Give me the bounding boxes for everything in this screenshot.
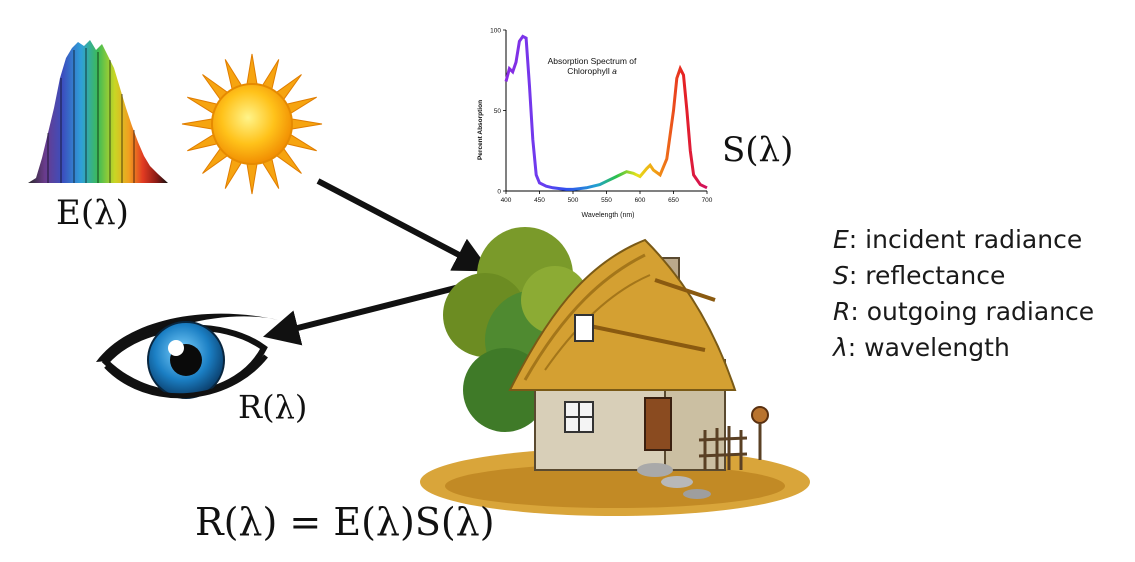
absorption-chart: 400 450 500 550 600 650 700 0 50 100 Absorption S…: [477, 28, 713, 220]
reflection-equation: R(λ) = E(λ)S(λ): [195, 500, 495, 544]
chart-x-tick-label: 500: [568, 197, 579, 204]
chart-x-tick-label: 650: [668, 197, 679, 204]
eye-icon: [96, 313, 278, 399]
cottage-illustration: [420, 227, 810, 516]
e-lambda-label: E(λ): [56, 193, 129, 233]
chart-y-tick-label: 100: [490, 28, 501, 35]
chart-x-tick-label: 400: [501, 197, 512, 204]
absorption-series-line: [504, 34, 708, 191]
legend-text: : outgoing radiance: [850, 297, 1095, 326]
legend-item-S: S: reflectance: [833, 258, 1094, 294]
r-lambda-label: R(λ): [238, 388, 308, 426]
legend-text: : incident radiance: [848, 225, 1083, 254]
variable-legend: E: incident radiance S: reflectance R: o…: [833, 222, 1094, 366]
chart-x-tick-label: 550: [601, 197, 612, 204]
legend-item-lambda: λ: wavelength: [833, 330, 1094, 366]
chart-ylabel: Percent Absorption: [477, 100, 484, 160]
light-spectrum-illustration: [28, 40, 168, 183]
legend-symbol: λ: [833, 333, 848, 362]
chart-x-tick-label: 450: [534, 197, 545, 204]
legend-text: : wavelength: [847, 333, 1010, 362]
s-lambda-label: S(λ): [722, 130, 794, 170]
legend-item-E: E: incident radiance: [833, 222, 1094, 258]
chart-x-tick-label: 700: [702, 197, 713, 204]
chart-title-line2: Chlorophyll a: [567, 66, 617, 76]
chart-xlabel: Wavelength (nm): [581, 212, 634, 219]
legend-item-R: R: outgoing radiance: [833, 294, 1094, 330]
chart-x-tick-label: 600: [635, 197, 646, 204]
chart-title-line1: Absorption Spectrum of: [548, 56, 637, 66]
legend-text: : reflectance: [848, 261, 1006, 290]
legend-symbol: S: [833, 261, 849, 290]
legend-symbol: R: [833, 297, 851, 326]
chart-y-tick-label: 50: [494, 108, 502, 115]
chart-y-tick-label: 0: [497, 189, 501, 196]
sun-icon: [181, 53, 323, 195]
legend-symbol: E: [833, 225, 849, 254]
